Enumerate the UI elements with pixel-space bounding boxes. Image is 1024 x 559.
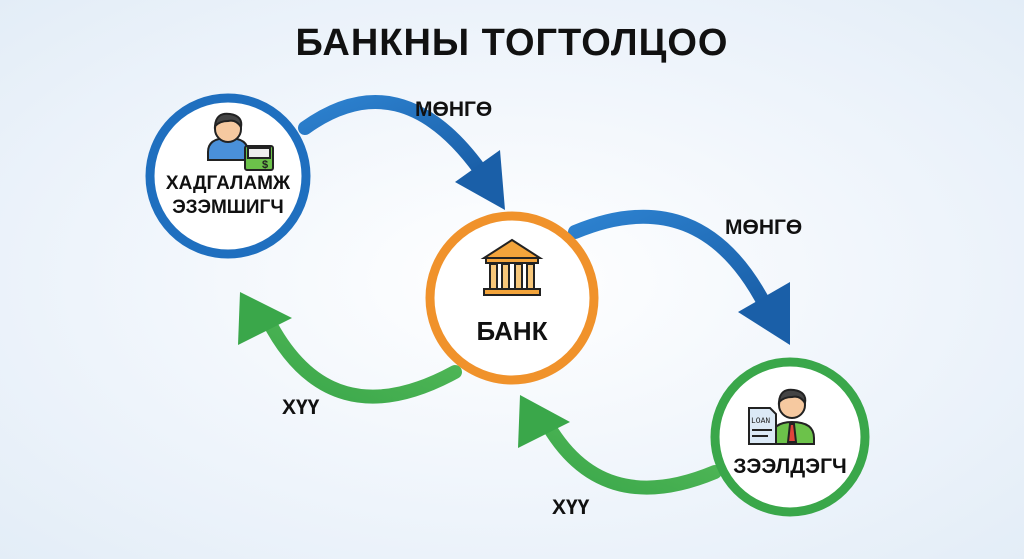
interest-arrow-borrower-to-bank xyxy=(518,395,722,495)
money-arrow-bank-to-borrower xyxy=(568,209,790,345)
interest-label-2: ХҮҮ xyxy=(552,496,590,519)
svg-text:$: $ xyxy=(262,159,268,171)
depositor-label-line1: ХАДГАЛАМЖ xyxy=(165,173,291,194)
bank-node-circle xyxy=(425,211,599,385)
page-title: БАНКНЫ ТОГТОЛЦОО xyxy=(295,22,729,64)
depositor-node-circle xyxy=(145,93,311,259)
borrower-person-icon xyxy=(771,388,815,445)
money-label-2: МӨНГӨ xyxy=(725,216,803,239)
bank-building-icon xyxy=(480,238,544,296)
borrower-label: ЗЭЭЛДЭГЧ xyxy=(733,455,847,478)
money-arrow-depositor-to-bank xyxy=(298,95,505,210)
interest-arrow-bank-to-depositor xyxy=(238,292,462,404)
money-label-1: МӨНГӨ xyxy=(415,98,493,121)
money-bag-icon: $ xyxy=(244,145,274,171)
interest-label-1: ХҮҮ xyxy=(282,396,320,419)
bank-label: БАНК xyxy=(476,316,548,346)
depositor-label-line2: ЭЗЭМШИГЧ xyxy=(172,197,284,218)
svg-text:LOAN: LOAN xyxy=(751,417,770,426)
depositor-label: ХАДГАЛАМЖ ЭЗЭМШИГЧ xyxy=(148,172,308,220)
loan-document-icon: LOAN xyxy=(748,407,777,445)
